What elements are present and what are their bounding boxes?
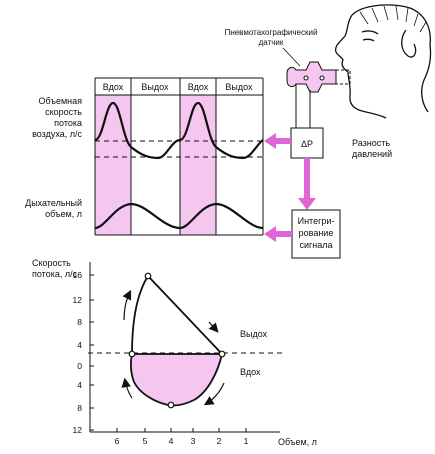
integrator-label: Интегри-	[298, 216, 335, 226]
flow-axis-label: скорость	[45, 107, 82, 117]
integrator-label: сигнала	[299, 240, 332, 250]
y-tick-label: 8	[77, 317, 82, 327]
person-head-icon	[334, 4, 432, 119]
flow-axis-label: Объемная	[38, 96, 82, 106]
arrow-to-flow	[264, 133, 291, 149]
loop-y-label: Скорость	[32, 258, 71, 268]
y-tick-marks	[90, 274, 94, 431]
signal-arrows	[264, 133, 316, 242]
integrator-label: рование	[299, 228, 334, 238]
rv-point	[218, 350, 226, 358]
pressure-label: Разность	[352, 138, 390, 148]
y-tick-label: 16	[73, 270, 83, 280]
flow-axis-label: воздуха, л/с	[32, 129, 82, 139]
dp-label: ΔP	[301, 139, 313, 149]
flow-curve	[94, 101, 264, 160]
arrow-to-integrator	[298, 158, 316, 210]
sensor-label: датчик	[259, 38, 284, 47]
y-tick-label: 12	[73, 425, 83, 435]
x-tick-label: 6	[115, 436, 120, 446]
direction-arrows	[121, 289, 225, 406]
arrow-to-volume	[264, 226, 292, 242]
y-tick-label: 4	[77, 340, 82, 350]
x-tick-label: 1	[244, 436, 249, 446]
tlc-point	[128, 350, 136, 358]
phase-label: Вдох	[103, 82, 124, 92]
dp-box	[290, 127, 324, 159]
loop-x-label: Объем, л	[278, 437, 317, 447]
volume-axis-label: Дыхательный	[25, 198, 82, 208]
volume-axis-label: объем, л	[45, 209, 82, 219]
x-tick-label: 2	[217, 436, 222, 446]
sensor-label: Пневмотахографический	[225, 28, 318, 37]
loop-y-label: потока, л/с	[32, 269, 78, 279]
y-tick-label: 12	[73, 295, 83, 305]
y-tick-label: 8	[77, 403, 82, 413]
inhale-label: Вдох	[240, 367, 261, 377]
volume-curve	[94, 202, 264, 230]
phase-label: Выдох	[141, 82, 169, 92]
x-tick-label: 4	[169, 436, 174, 446]
inhale-band-2	[180, 95, 216, 235]
integrator-box	[291, 209, 341, 259]
x-tick-label: 5	[143, 436, 148, 446]
hair-icon	[359, 5, 427, 33]
sensor-tube-icon	[286, 61, 351, 128]
x-tick-label: 3	[191, 436, 196, 446]
phase-label: Вдох	[188, 82, 209, 92]
x-tick-marks	[116, 428, 247, 432]
inspiratory-limb	[130, 353, 224, 407]
phase-label: Выдох	[225, 82, 253, 92]
expiratory-limb	[131, 274, 223, 355]
y-tick-label: 4	[77, 380, 82, 390]
peak-inspiratory-point	[167, 401, 175, 409]
flow-axis-label: потока	[54, 118, 82, 128]
exhale-label: Выдох	[240, 329, 268, 339]
pressure-label: давлений	[352, 149, 392, 159]
inhale-band-1	[95, 95, 131, 235]
sensor-pointer	[282, 47, 301, 67]
y-tick-label: 0	[77, 361, 82, 371]
peak-flow-point	[144, 272, 152, 280]
